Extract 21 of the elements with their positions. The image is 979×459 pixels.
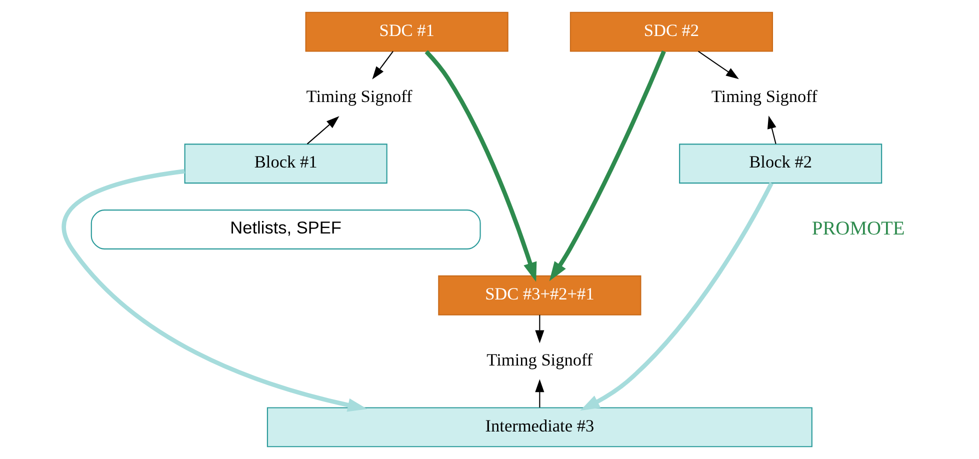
node-box: Intermediate #3: [266, 407, 812, 448]
node-text: Timing Signoff: [306, 86, 412, 106]
arrow: [424, 50, 536, 282]
arrow: [698, 50, 738, 80]
label: PROMOTE: [811, 218, 904, 240]
node-box: Block #1: [184, 144, 387, 184]
node-text: Timing Signoff: [486, 350, 592, 370]
node-box: Block #2: [678, 144, 882, 184]
node-box: SDC #2: [569, 12, 772, 52]
node-box: SDC #3+#2+#1: [438, 275, 641, 316]
node-box: SDC #1: [304, 12, 508, 52]
node-text: Timing Signoff: [710, 86, 817, 106]
arrow: [306, 116, 339, 144]
arrow: [580, 182, 773, 411]
arrow: [61, 169, 367, 412]
node-box: Netlists, SPEF: [90, 210, 480, 250]
arrow: [534, 314, 544, 344]
arrow: [534, 379, 544, 408]
arrow: [548, 50, 666, 282]
arrow: [372, 51, 393, 80]
arrow: [766, 116, 776, 144]
